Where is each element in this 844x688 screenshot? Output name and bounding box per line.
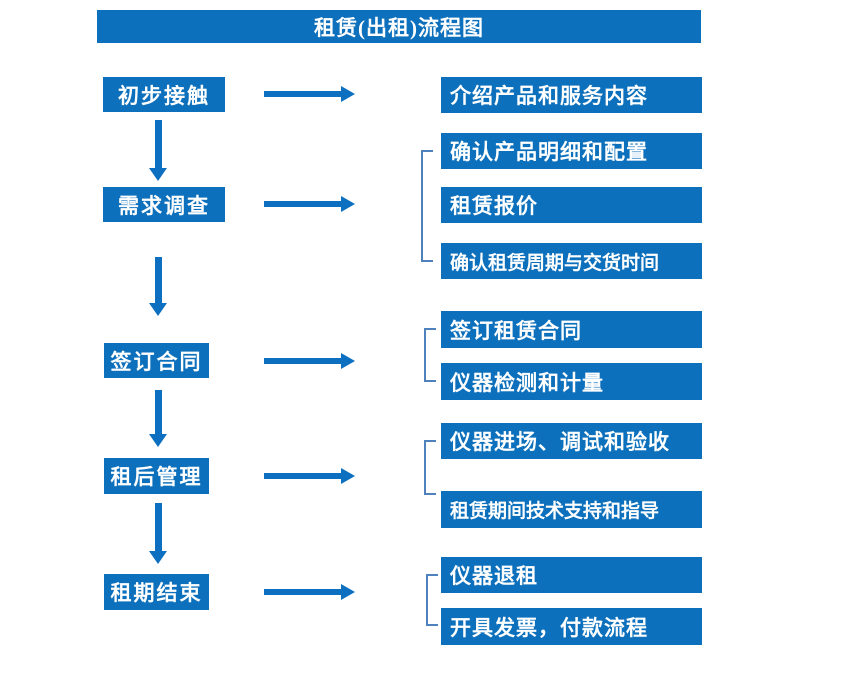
stage-box-initial-contact: 初步接触 [103, 77, 225, 112]
detail-box-confirm-rental-period: 确认租赁周期与交货时间 [441, 243, 702, 279]
right-arrow [264, 86, 355, 102]
right-arrow-head [341, 353, 355, 369]
group-bracket [424, 440, 436, 495]
detail-box-rental-quotation: 租赁报价 [441, 187, 702, 223]
stage-box-sign-contract: 签订合同 [104, 343, 209, 378]
right-arrow-head [341, 86, 355, 102]
detail-box-confirm-product-details: 确认产品明细和配置 [441, 133, 702, 169]
down-arrow [149, 503, 167, 564]
right-arrow-shaft [264, 358, 341, 364]
right-arrow [264, 196, 355, 212]
right-arrow-shaft [264, 91, 341, 97]
down-arrow-shaft [154, 390, 162, 434]
down-arrow-shaft [154, 120, 162, 168]
group-bracket [421, 150, 433, 262]
down-arrow-head [149, 168, 167, 181]
down-arrow-shaft [154, 503, 162, 551]
detail-box-intro-products-services: 介绍产品和服务内容 [441, 77, 702, 113]
right-arrow-head [341, 584, 355, 600]
stage-box-post-rental-management: 租后管理 [104, 458, 209, 494]
group-bracket [424, 328, 436, 382]
right-arrow-head [341, 468, 355, 484]
right-arrow-shaft [264, 201, 341, 207]
stage-box-rental-end: 租期结束 [104, 574, 209, 610]
down-arrow [149, 120, 167, 181]
down-arrow-head [149, 434, 167, 447]
detail-box-technical-support: 租赁期间技术支持和指导 [441, 491, 702, 528]
stage-box-demand-survey: 需求调查 [103, 187, 225, 222]
group-bracket [426, 574, 438, 626]
right-arrow [264, 468, 355, 484]
detail-box-invoice-payment: 开具发票，付款流程 [441, 608, 702, 645]
detail-box-instrument-arrival: 仪器进场、调试和验收 [441, 423, 702, 459]
flowchart-title: 租赁(出租)流程图 [314, 15, 484, 40]
right-arrow [264, 584, 355, 600]
right-arrow-shaft [264, 473, 341, 479]
down-arrow [149, 390, 167, 447]
detail-box-instrument-return: 仪器退租 [441, 557, 702, 593]
down-arrow-shaft [154, 257, 162, 303]
detail-box-instrument-testing: 仪器检测和计量 [441, 363, 702, 400]
right-arrow-head [341, 196, 355, 212]
down-arrow-head [149, 551, 167, 564]
flowchart-title-bar: 租赁(出租)流程图 [97, 10, 701, 43]
down-arrow [149, 257, 167, 316]
detail-box-sign-rental-contract: 签订租赁合同 [441, 311, 702, 348]
right-arrow-shaft [264, 589, 341, 595]
down-arrow-head [149, 303, 167, 316]
right-arrow [264, 353, 355, 369]
